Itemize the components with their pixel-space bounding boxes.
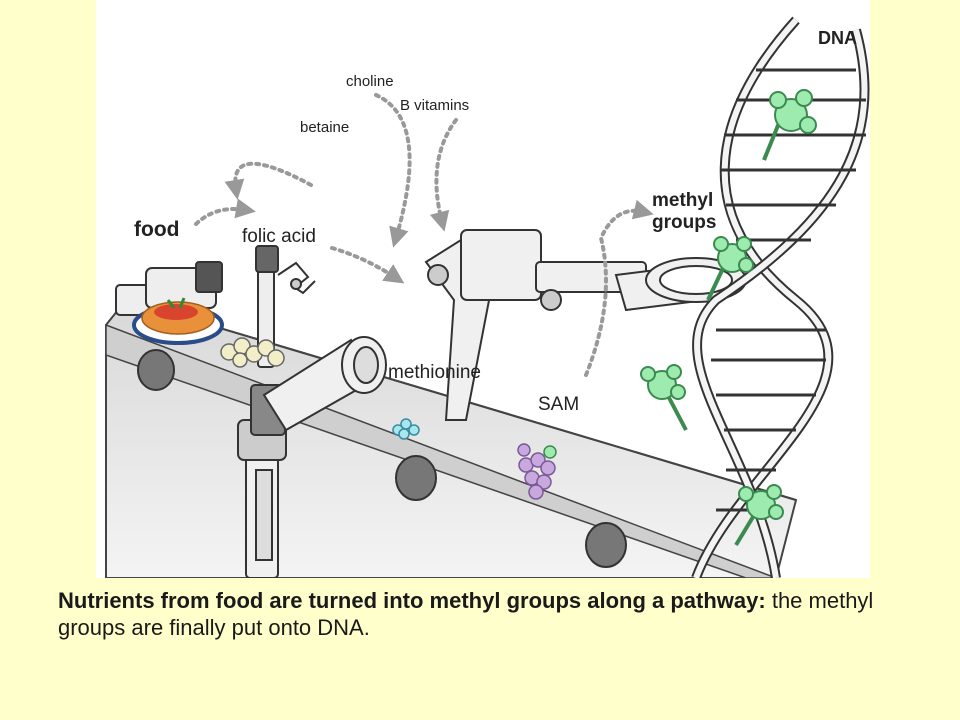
methyl-group (734, 484, 784, 547)
methionine-molecule (392, 418, 420, 440)
roller (395, 455, 437, 501)
methyl-groups (640, 89, 817, 547)
caption: Nutrients from food are turned into meth… (58, 587, 918, 641)
label-choline: choline (346, 73, 394, 90)
methyl-group (706, 236, 754, 301)
robot-arm-food (115, 261, 223, 316)
label-betaine: betaine (300, 119, 349, 136)
sam-molecule (517, 443, 557, 500)
roller (585, 522, 627, 568)
caption-bold: Nutrients from food are turned into meth… (58, 588, 766, 613)
dna-helix (691, 16, 870, 578)
pathway-svg: food folic acid betaine choline B vitami… (105, 16, 870, 578)
robot-arm-middle (424, 229, 747, 421)
methyl-group (762, 89, 817, 161)
label-dna: DNA (818, 28, 857, 48)
label-folic-acid: folic acid (242, 226, 316, 247)
pathway-arrows (194, 93, 654, 377)
robot-arm-front (237, 336, 387, 578)
label-food: food (134, 218, 179, 241)
methyl-group (640, 364, 688, 431)
caption-normal: the methyl groups are finally put onto D… (58, 588, 874, 640)
folic-acid-molecule (220, 337, 285, 368)
label-methionine: methionine (388, 362, 481, 383)
roller (137, 349, 175, 391)
pasta-plate (132, 297, 224, 345)
label-methyl: methyl (652, 190, 713, 211)
label-groups: groups (652, 212, 716, 233)
pathway-illustration: food folic acid betaine choline B vitami… (96, 0, 870, 578)
label-sam: SAM (538, 394, 579, 415)
label-b-vitamins: B vitamins (400, 97, 469, 114)
